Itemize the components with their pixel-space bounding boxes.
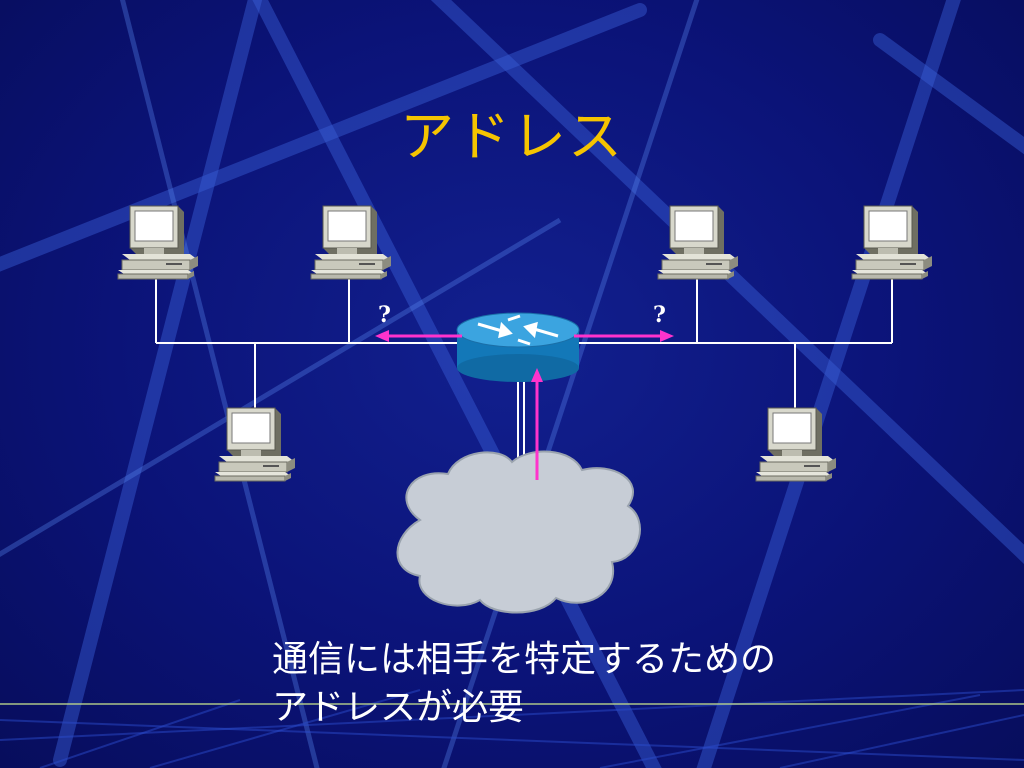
question-mark-left: ?	[378, 302, 391, 328]
pc-icon	[755, 407, 837, 482]
router-icon	[456, 312, 580, 382]
caption-line-1: 通信には相手を特定するための	[272, 639, 777, 680]
arrow-icon	[375, 330, 462, 342]
caption-line-2: アドレスが必要	[272, 687, 525, 728]
pc-icon	[657, 205, 739, 280]
arrow-icon	[531, 368, 543, 480]
pc-icon	[214, 407, 296, 482]
pc-icon	[310, 205, 392, 280]
pc-icon	[117, 205, 199, 280]
question-mark-right: ?	[653, 302, 666, 328]
slide-title: アドレス	[400, 105, 624, 168]
pc-icon	[851, 205, 933, 280]
slide-caption: 通信には相手を特定するための アドレスが必要	[272, 636, 776, 732]
arrow-icon	[574, 330, 674, 342]
cloud-icon	[396, 450, 641, 614]
